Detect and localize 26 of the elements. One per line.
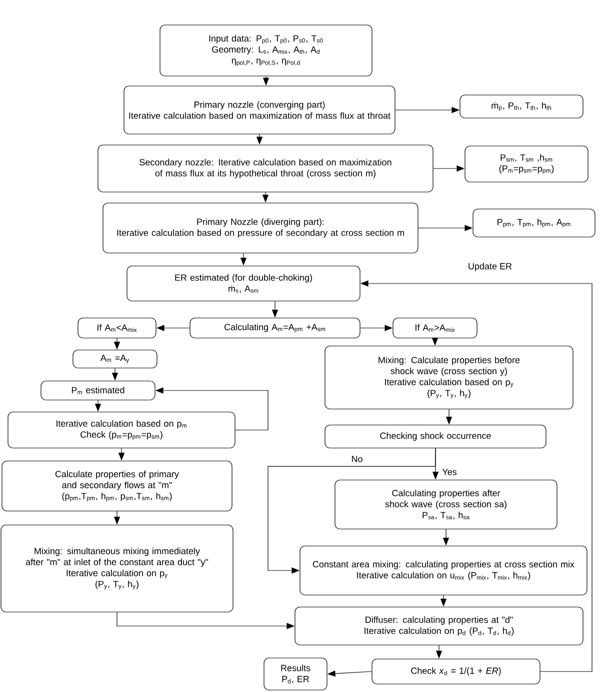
process-box: Input data: P$_{p0}$, T$_{p0}$, P$_{s0}$, T$_{s0}$ Geometry: L$_{s}$, A$_{mix}$, A$_{th}$, A$_{d}$ η$_{pol,P}$, η$_{Pol,S}$, η$_{Pol,d}$: [160, 24, 372, 76]
process-box: If A$_{m}$>A$_{mix}$: [392, 318, 478, 338]
process-box: Calculating properties after shock wave (cross section sa) P$_{sa}$, T$_{sa}$, h$_{sa}$: [334, 480, 558, 530]
process-box: ṁ$_{p}$, P$_{th}$, T$_{th}$, h$_{th}$: [460, 94, 584, 118]
process-box: Calculating A$_{m}$=A$_{pm}$ +A$_{sm}$: [190, 318, 360, 338]
edge-label: Update ER: [467, 262, 514, 272]
process-box: Results P$_{d}$, ER: [264, 658, 328, 690]
edge-label: No: [350, 454, 364, 464]
process-box: Secondary nozzle: Iterative calculation based on maximization of mass flux at its hypothetical throat (cross section m): [98, 144, 434, 192]
process-box: A$_{m}$ =A$_{y}$: [72, 350, 158, 368]
process-box: P$_{sm}$, T$_{sm}$ ,h$_{sm}$ (P$_{m}$=p$_{sm}$=p$_{pm}$): [464, 146, 588, 182]
edge-label: Yes: [441, 468, 458, 476]
process-box: P$_{m}$ estimated: [40, 380, 156, 400]
process-box: Mixing: Calculate properties before shock wave (cross section y) Iterative calculation based on p$_{y}$ (P$_{y}$, T$_{y}$, h$_{y}$): [324, 346, 574, 410]
process-box: Iterative calculation based on p$_{m}$ Check (p$_{m}$=p$_{pm}$=p$_{sm}$): [8, 412, 236, 448]
process-box: ER estimated (for double-choking) ṁ$_{s}$, A$_{sm}$: [126, 266, 360, 302]
process-box: Calculate properties of primary and secondary flows at "m" (p$_{pm}$,T$_{pm}$, h$_{pm}$, p$_{sm}$,T$_{sm}$, h$_{sm}$): [2, 460, 232, 512]
process-box: Diffuser: calculating properties at "d" Iterative calculation on p$_{d}$ (P$_{d}$, T$_{d}$, h$_{d}$): [294, 606, 584, 646]
process-box: Constant area mixing: calculating properties at cross section mix Iterative calculation on u$_{mix}$ (P$_{mix}$, T$_{mix}$, h$_{mix}$): [300, 546, 588, 596]
process-box: Mixing: simultaneous mixing immediately after "m" at inlet of the constant area duct "y" Iterative calculation on p$_{y}$ (P$_{y}$, T$_{y}$, h$_{y}$): [0, 524, 234, 612]
process-box: Primary Nozzle (diverging part): Iterative calculation based on pressure of secondary at cross section m: [102, 202, 418, 254]
process-box: Checking shock occurrence: [324, 424, 546, 448]
process-box: Primary nozzle (converging part) Iterative calculation based on maximization of mass flux at throat: [124, 86, 396, 134]
process-box: If A$_{m}$<A$_{mix}$: [78, 318, 156, 338]
process-box: P$_{pm}$, T$_{pm}$, h$_{pm}$, A$_{pm}$: [472, 208, 596, 238]
process-box: Check x$_{d}$ = 1/(1 + ER): [372, 658, 540, 684]
